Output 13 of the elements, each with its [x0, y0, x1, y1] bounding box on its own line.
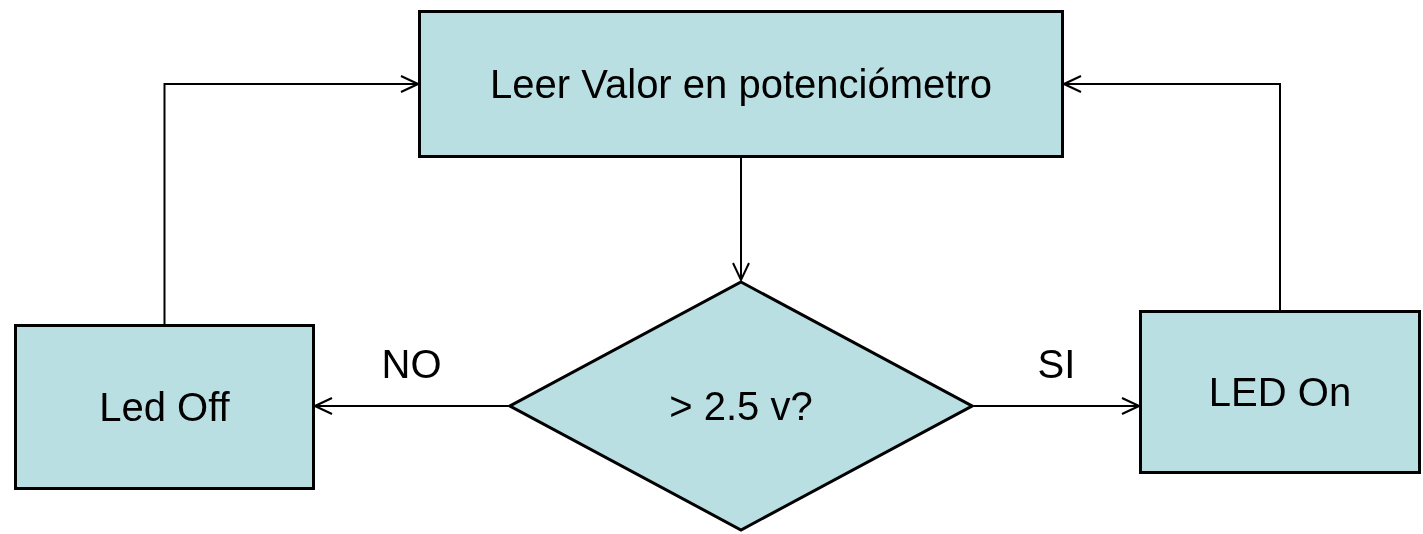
arrow — [163, 75, 419, 325]
arrow — [1063, 75, 1281, 311]
node-label: Led Off — [99, 384, 230, 431]
process-box — [1139, 310, 1421, 474]
node-label: LED On — [1208, 369, 1352, 416]
arrow — [973, 397, 1140, 415]
node-label: Leer Valor en potenciómetro — [490, 61, 992, 108]
node-label: > 2.5 v? — [669, 383, 813, 430]
arrow — [314, 397, 509, 415]
process-box — [418, 10, 1064, 158]
process-box — [14, 324, 315, 490]
decision-diamond — [508, 280, 974, 532]
arrow — [732, 157, 750, 281]
